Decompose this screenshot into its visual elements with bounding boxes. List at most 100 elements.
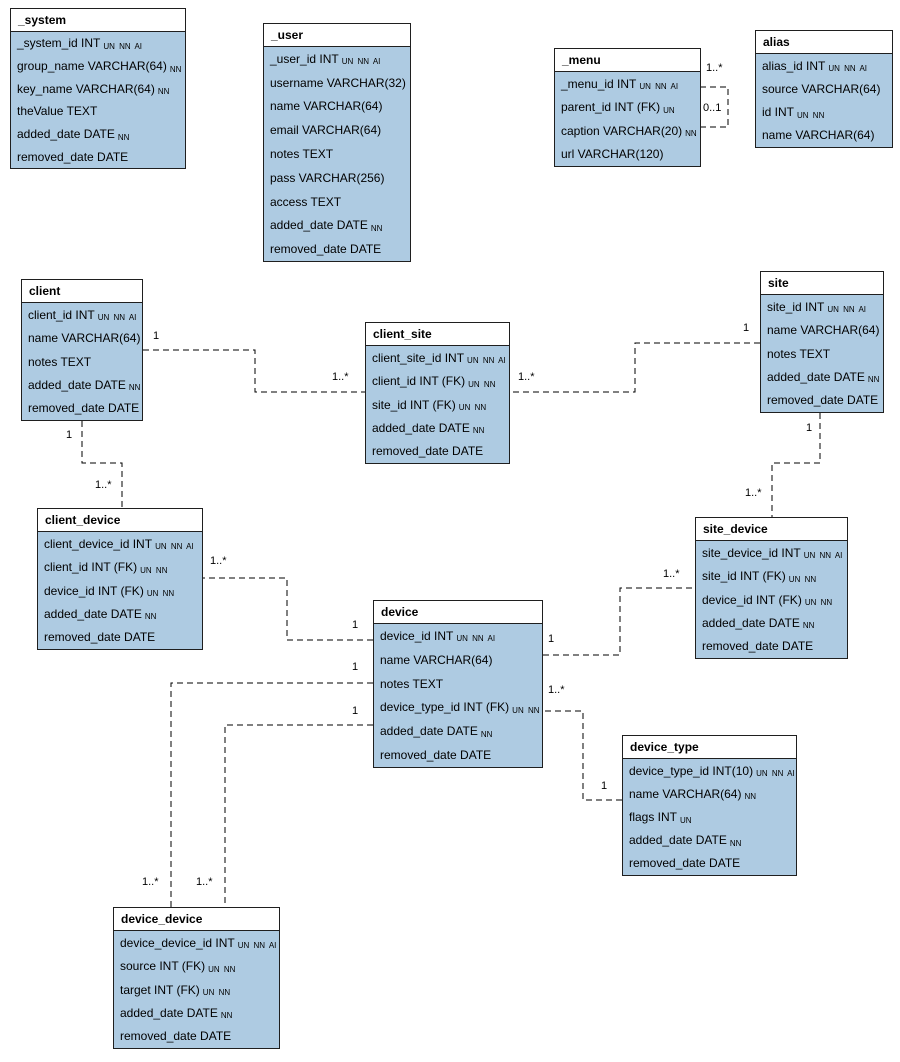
rel-client-client_device[interactable] <box>81 421 123 508</box>
column-flags: NN <box>802 621 815 631</box>
column-text: name VARCHAR(64) <box>380 652 493 667</box>
column-text: target INT (FK) <box>120 982 200 997</box>
cardinality-label: 1..* <box>663 568 680 580</box>
rel-device-client_device[interactable] <box>203 577 373 641</box>
column-text: removed_date DATE <box>120 1029 232 1044</box>
rel-menu-self[interactable] <box>700 86 729 128</box>
column-removed_date: removed_date DATE <box>374 743 542 767</box>
cardinality-label: 1 <box>352 661 359 673</box>
table-title: site <box>761 272 883 295</box>
rel-site-client_site[interactable] <box>510 342 760 393</box>
rel-device-site_device[interactable] <box>543 587 695 656</box>
column-text: client_device_id INT <box>44 536 153 551</box>
cardinality-label: 1..* <box>196 876 213 888</box>
rel-device-device_device-source[interactable] <box>170 682 373 907</box>
cardinality-label: 1 <box>743 322 750 334</box>
column-flags: UN NN <box>202 988 231 998</box>
cardinality-label: 1..* <box>142 876 159 888</box>
column-text: alias_id INT <box>762 58 826 73</box>
cardinality-label: 1..* <box>745 487 762 499</box>
column-text: site_id INT (FK) <box>372 397 456 412</box>
column-flags: UN <box>663 105 675 115</box>
table-title: _system <box>11 9 185 32</box>
column-text: _menu_id INT <box>561 76 637 91</box>
table-title: device_type <box>623 736 796 759</box>
column-text: parent_id INT (FK) <box>561 100 661 115</box>
column-text: added_date DATE <box>767 369 865 384</box>
table-title: site_device <box>696 518 847 541</box>
table-title: client_site <box>366 323 509 346</box>
column-text: removed_date DATE <box>767 393 879 408</box>
column-pass: pass VARCHAR(256) <box>264 166 410 190</box>
column-removed_date: removed_date DATE <box>264 237 410 261</box>
column-flags: NN <box>480 729 493 739</box>
column-text: added_date DATE <box>629 833 727 848</box>
table-device_type[interactable]: device_type device_type_id INT(10)UN NN … <box>622 735 797 876</box>
column-text: name VARCHAR(64) <box>28 331 141 346</box>
column-text: removed_date DATE <box>28 401 140 416</box>
column-removed_date: removed_date DATE <box>114 1025 279 1048</box>
rel-site-site_device[interactable] <box>771 413 821 517</box>
column-text: _system_id INT <box>17 36 101 51</box>
column-removed_date: removed_date DATE <box>366 440 509 463</box>
rel-device-device_device-target[interactable] <box>224 724 373 907</box>
cardinality-label: 1..* <box>95 479 112 491</box>
column-flags: NN <box>144 612 157 622</box>
column-text: added_date DATE <box>120 1005 218 1020</box>
column-flags: NN <box>685 129 697 139</box>
column-text: added_date DATE <box>372 420 470 435</box>
column-flags: UN NN AI <box>827 305 867 315</box>
column-notes: notes TEXT <box>264 142 410 166</box>
column-notes: notes TEXT <box>761 342 883 365</box>
table-title: _menu <box>555 49 700 72</box>
column-removed_date: removed_date DATE <box>22 397 142 420</box>
column-flags: UN NN <box>208 964 236 974</box>
column-removed_date: removed_date DATE <box>11 145 185 168</box>
column-device_id: device_id INT (FK)UN NN <box>696 588 847 611</box>
table-title: client <box>22 280 142 303</box>
column-text: name VARCHAR(64) <box>762 128 875 143</box>
column-flags: UN NN AI <box>756 769 795 779</box>
rel-client-client_site[interactable] <box>143 349 365 393</box>
column-notes: notes TEXT <box>22 350 142 373</box>
column-text: removed_date DATE <box>372 444 484 459</box>
column-text: source INT (FK) <box>120 959 206 974</box>
column-device_type_id: device_type_id INT(10)UN NN AI <box>623 759 796 782</box>
column-flags: UN NN <box>458 403 487 413</box>
rel-device_type-device[interactable] <box>543 710 622 801</box>
column-flags: UN NN <box>512 705 540 715</box>
column-flags: UN NN AI <box>237 941 277 951</box>
column-text: _user_id INT <box>270 51 339 66</box>
column-removed_date: removed_date DATE <box>761 389 883 412</box>
column-text: pass VARCHAR(256) <box>270 170 385 185</box>
column-text: id INT <box>762 105 795 120</box>
column-notes: notes TEXT <box>374 672 542 696</box>
cardinality-label: 1 <box>806 422 813 434</box>
column-text: flags INT <box>629 810 678 824</box>
column-flags: UN NN AI <box>803 551 843 561</box>
column-device_id: device_id INT (FK)UN NN <box>38 579 202 602</box>
